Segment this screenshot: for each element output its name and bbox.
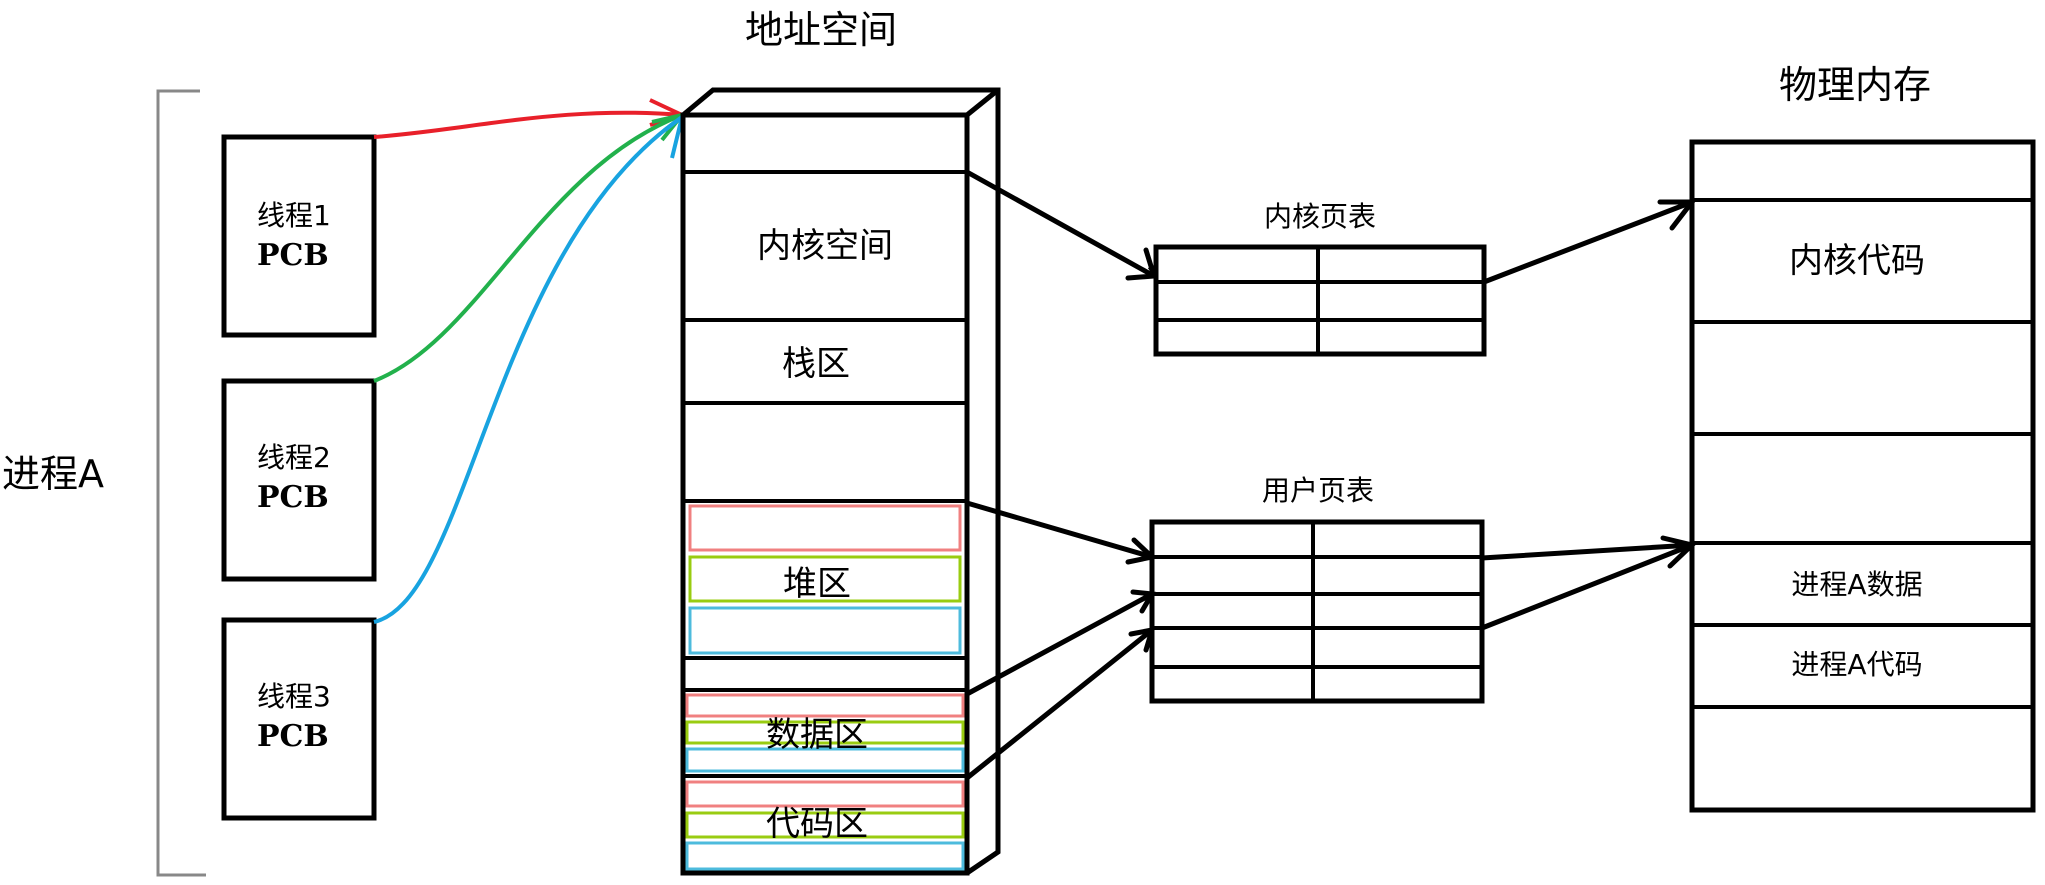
thread-2-pcb-label: PCB: [257, 480, 329, 515]
thread-1-link: [373, 110, 683, 139]
thread-3-label: 线程3: [257, 680, 331, 713]
address-space-title: 地址空间: [745, 8, 897, 52]
user-page-table-title: 用户页表: [1262, 474, 1374, 507]
thread-links: [373, 98, 688, 624]
data-thread-subregions: [685, 693, 965, 773]
thread-3-pcb-label: PCB: [257, 719, 329, 754]
kernel-page-table-title: 内核页表: [1264, 200, 1376, 233]
thread-2-pcb[interactable]: 线程2 PCB: [221, 378, 377, 582]
thread-3-link: [373, 115, 684, 624]
user-table-to-phys-data-arrow-2: [1479, 542, 1695, 631]
phys-process-data-label: 进程A数据: [1791, 568, 1922, 601]
kernel-space-to-kernel-table-arrow: [964, 169, 1154, 279]
code-segment-label: 代码区: [766, 804, 868, 844]
user-table-to-phys-data-arrow-1: [1479, 542, 1695, 561]
heap-thread-subregions: [688, 504, 962, 655]
data-segment-label: 数据区: [766, 715, 868, 755]
phys-process-code-label: 进程A代码: [1791, 648, 1922, 681]
thread-2-link: [373, 113, 683, 383]
kernel-page-table: [1153, 244, 1487, 357]
kernel-table-to-phys-arrow: [1481, 199, 1695, 285]
data-to-user-table-arrow: [964, 591, 1155, 697]
code-to-user-table-arrow: [964, 627, 1155, 781]
code-thread-subregions: [685, 780, 965, 871]
thread-1-pcb[interactable]: 线程1 PCB: [221, 134, 377, 338]
user-page-table: [1149, 519, 1485, 704]
thread-3-pcb[interactable]: 线程3 PCB: [221, 617, 377, 821]
process-bracket: [156, 89, 206, 877]
physical-memory-title: 物理内存: [1779, 63, 1931, 107]
kernel-space-label: 内核空间: [757, 226, 893, 266]
heap-label: 堆区: [783, 564, 851, 604]
heap-to-user-table-arrow: [964, 500, 1155, 560]
thread-1-pcb-label: PCB: [257, 238, 329, 273]
stack-label: 栈区: [782, 344, 850, 384]
phys-kernel-code-label: 内核代码: [1789, 241, 1925, 281]
thread-1-label: 线程1: [257, 199, 331, 232]
address-space: [680, 87, 1001, 876]
physical-memory: [1689, 139, 2036, 813]
thread-2-label: 线程2: [257, 441, 331, 474]
process-label: 进程A: [2, 452, 104, 496]
mapping-arrows: [964, 169, 1698, 781]
